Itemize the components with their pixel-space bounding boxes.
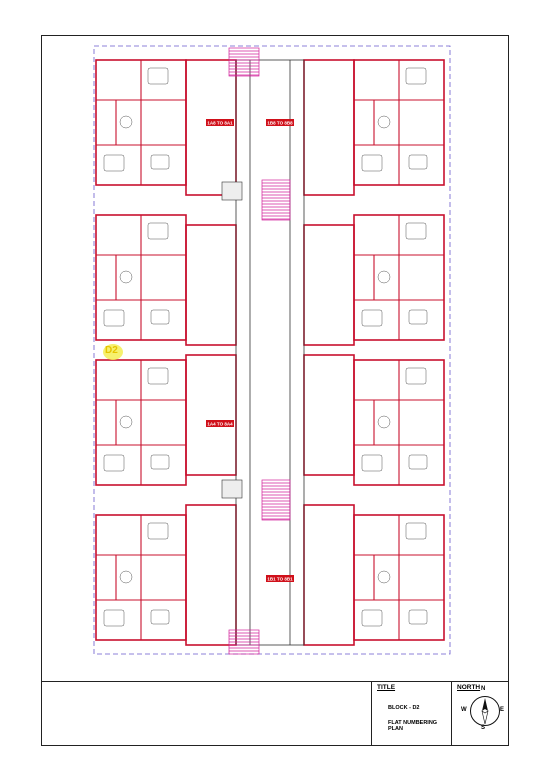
title-cell: TITLE BLOCK - D2 FLAT NUMBERING PLAN	[371, 682, 451, 746]
block-badge-bg	[103, 344, 123, 360]
north-heading: NORTH	[457, 684, 481, 691]
compass-e: E	[500, 707, 505, 713]
title-block: TITLE BLOCK - D2 FLAT NUMBERING PLAN NOR…	[41, 681, 509, 746]
title-heading: TITLE	[377, 684, 396, 691]
compass-icon	[470, 696, 500, 726]
drawing-name: FLAT NUMBERING PLAN	[388, 720, 438, 732]
compass-s: S	[481, 725, 486, 731]
stairs	[228, 47, 291, 655]
flat-tag-1: 1A8 TO 8A1	[207, 121, 233, 126]
block-badge: D2	[105, 345, 118, 356]
flat-tag-4: 1B1 TO 8B1	[267, 577, 293, 582]
lifts	[221, 181, 243, 499]
drawing-sheet	[41, 35, 509, 746]
flat-tag-3: 1A4 TO 8A4	[207, 422, 233, 427]
compass-n: N	[481, 686, 486, 692]
flat-tag-2: 1B8 TO 8B8	[267, 121, 293, 126]
compass-w: W	[461, 707, 467, 713]
north-cell: NORTH N S E W	[451, 682, 509, 746]
central-core	[235, 59, 305, 646]
site-boundary	[93, 45, 451, 655]
block-name: BLOCK - D2	[388, 705, 420, 711]
north-arrow-icon	[481, 698, 489, 725]
flat-tags: 1A8 TO 8A1 1B8 TO 8B8 1A4 TO 8A4 1B1 TO …	[206, 119, 294, 582]
